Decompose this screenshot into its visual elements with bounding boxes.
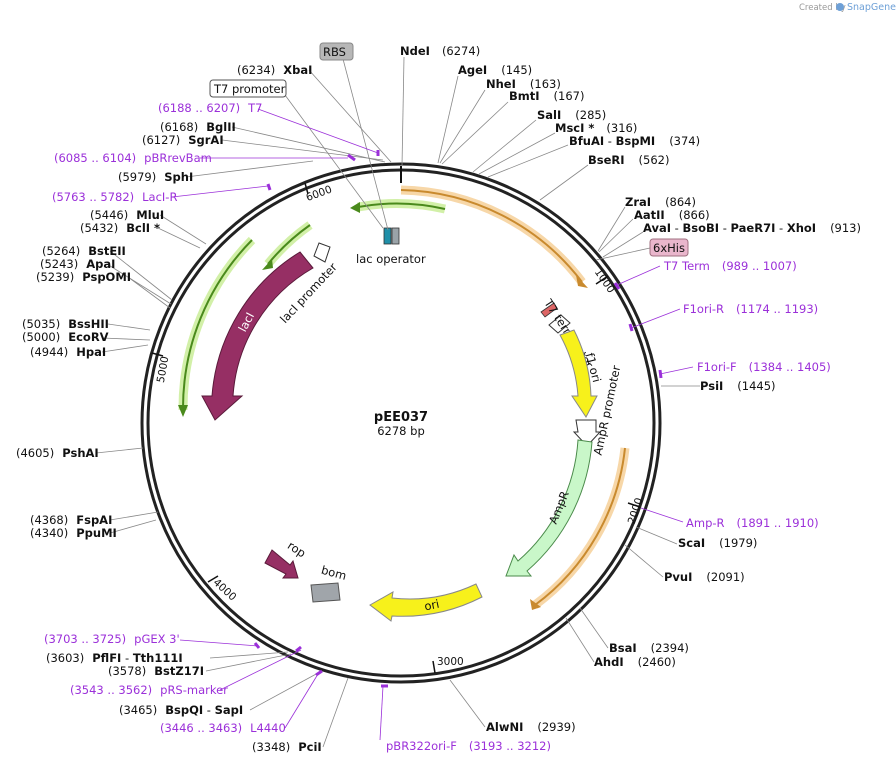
enzyme-ZraI: ZraI(864) <box>625 195 696 209</box>
enzyme-PvuI: PvuI(2091) <box>664 570 745 584</box>
primer-pRS-marker: (3543 .. 3562)pRS-marker <box>70 683 228 697</box>
tick-mark-4000 <box>207 575 219 583</box>
enzyme-MluI: (5446)MluI <box>90 208 164 222</box>
rbs-box: RBS <box>319 42 389 231</box>
enzyme-BclI: (5432)BclI * <box>80 221 160 235</box>
enzyme-SgrAI: (6127)SgrAI <box>142 133 224 147</box>
feature-label-lac-operator: lac operator <box>356 252 426 266</box>
enzyme-BglII: (6168)BglII <box>160 120 236 134</box>
enzyme-BstZ17I: (3578)BstZ17I <box>108 664 204 678</box>
enzyme-ApaI: (5243)ApaI <box>40 257 115 271</box>
enzyme-BstEII: (5264)BstEII <box>42 244 126 258</box>
enzyme-BsaI: BsaI(2394) <box>609 641 689 655</box>
enzyme-NheI: NheI(163) <box>486 77 561 91</box>
enzyme-PspOMI: (5239)PspOMI <box>36 270 131 284</box>
primer-Amp-R: Amp-R(1891 .. 1910) <box>686 516 819 530</box>
enzyme-FspAI: (4368)FspAI <box>30 513 112 527</box>
enzyme-labels: NdeI(6274) AgeI(145) NheI(163) BmtI(167)… <box>16 44 861 754</box>
enzyme-EcoRV: (5000)EcoRV <box>22 330 109 344</box>
feature-f1-ori: f1 ori <box>559 329 604 418</box>
feature-label-ori: ori <box>423 597 441 614</box>
t7-promoter-label: T7 promoter <box>213 82 286 96</box>
enzyme-BmtI: BmtI(167) <box>509 89 584 103</box>
primer-pBR322ori-F: pBR322ori-F(3193 .. 3212) <box>386 739 551 753</box>
tick-mark-6000 <box>304 182 309 195</box>
enzyme-PshAI: (4605)PshAI <box>16 446 99 460</box>
snapgene-credit: Created by SnapGene <box>799 2 896 13</box>
primer-T7-Term: T7 Term(989 .. 1007) <box>663 259 797 273</box>
feature-bom: bom <box>310 563 348 603</box>
tick-4000: 4000 <box>211 577 239 604</box>
enzyme-PflFI-Tth111I: (3603)PflFI - Tth111I <box>46 651 183 665</box>
enzyme-BspQI-SapI: (3465)BspQI - SapI <box>119 703 243 717</box>
primer-leaders <box>171 108 694 741</box>
green-arcs <box>178 199 446 417</box>
feature-lac-operator: lac operator <box>356 227 426 266</box>
tick-3000: 3000 <box>437 656 464 668</box>
primer-L4440: (3446 .. 3463)L4440 <box>160 721 286 735</box>
rbs-label: RBS <box>323 45 346 59</box>
enzyme-SalI: SalI(285) <box>537 108 606 122</box>
t7-promoter-box: T7 promoter <box>209 79 384 229</box>
enzyme-ScaI: ScaI(1979) <box>678 536 757 550</box>
enzyme-AgeI: AgeI(145) <box>458 63 532 77</box>
enzyme-SphI: (5979)SphI <box>118 170 193 184</box>
plasmid-name: pEE037 <box>374 410 428 425</box>
enzyme-BseRI: BseRI(562) <box>588 153 669 167</box>
primer-LacI-R: (5763 .. 5782)LacI-R <box>52 190 177 204</box>
primer-pBRrevBam: (6085 .. 6104)pBRrevBam <box>54 151 212 165</box>
tick-5000: 5000 <box>155 355 171 383</box>
tick-2000: 2000 <box>626 496 646 525</box>
primer-F1ori-R: F1ori-R(1174 .. 1193) <box>683 302 818 316</box>
feature-label-rop: rop <box>285 538 308 560</box>
enzyme-leaders <box>95 56 700 748</box>
primer-pGEX-3: (3703 .. 3725)pGEX 3' <box>44 632 180 646</box>
6xhis-box: 6xHis <box>595 238 689 261</box>
tick-mark-3000 <box>432 660 436 674</box>
tick-mark-1000 <box>595 275 609 285</box>
enzyme-AatII: AatII(866) <box>634 208 710 222</box>
snapgene-logo-icon <box>836 3 844 11</box>
6xhis-label: 6xHis <box>653 241 685 255</box>
enzyme-NdeI: NdeI(6274) <box>400 44 480 58</box>
enzyme-AlwNI: AlwNI(2939) <box>486 720 576 734</box>
feature-rop: rop <box>264 538 308 579</box>
plasmid-size: 6278 bp <box>377 424 425 438</box>
enzyme-MscI: MscI *(316) <box>555 121 637 135</box>
feature-label-bom: bom <box>320 563 348 583</box>
primer-labels: (6188 .. 6207)T7 (6085 .. 6104)pBRrevBam… <box>44 101 831 753</box>
tick-mark-2000 <box>627 502 641 508</box>
enzyme-XbaI: (6234)XbaI <box>237 63 312 77</box>
tick-mark-5000 <box>151 352 164 357</box>
feature-ori: ori <box>369 583 483 622</box>
enzyme-PsiI: PsiI(1445) <box>700 379 776 393</box>
enzyme-HpaI: (4944)HpaI <box>30 345 106 359</box>
enzyme-BfuAI-BspMI: BfuAI - BspMI(374) <box>569 134 700 148</box>
orange-arcs <box>400 185 630 610</box>
credit-prefix: Created by <box>799 3 846 13</box>
credit-brand: SnapGene <box>847 2 896 13</box>
lacI-promoter-marker <box>313 242 331 263</box>
tick-1000: 1000 <box>592 267 617 296</box>
primer-F1ori-F: F1ori-F(1384 .. 1405) <box>697 360 831 374</box>
enzyme-PpuMI: (4340)PpuMI <box>30 526 117 540</box>
enzyme-BssHII: (5035)BssHII <box>22 317 109 331</box>
enzyme-AhdI: AhdI(2460) <box>594 655 676 669</box>
primer-T7: (6188 .. 6207)T7 <box>158 101 262 115</box>
enzyme-AvaI-group: AvaI - BsoBI - PaeR7I - XhoI(913) <box>643 221 861 235</box>
enzyme-PciI: (3348)PciI <box>252 740 322 754</box>
